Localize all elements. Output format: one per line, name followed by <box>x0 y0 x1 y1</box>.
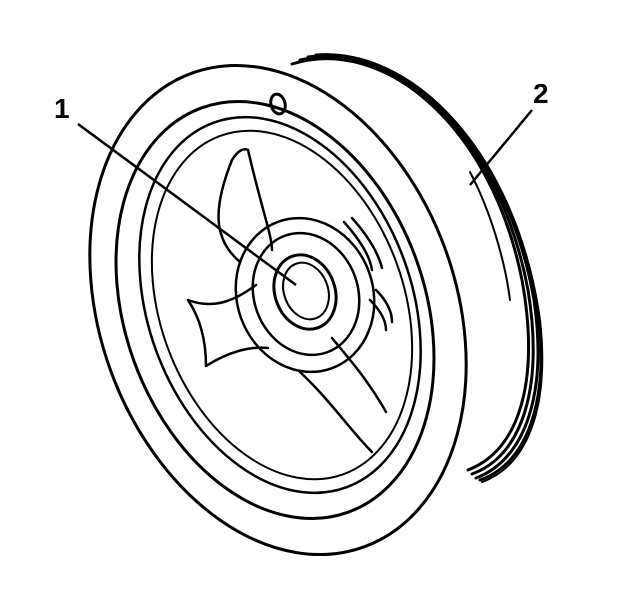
hub-bore <box>272 253 338 331</box>
hub-bore-inner <box>282 261 330 321</box>
pulley-spokes <box>186 148 394 454</box>
pulley-grooves <box>290 53 544 483</box>
timing-mark-hole <box>269 92 287 116</box>
damper-recess-edge <box>138 115 422 495</box>
damper-recess-inner <box>150 129 414 481</box>
pulley-drawing <box>88 53 544 557</box>
damper-outer-edge <box>88 63 468 557</box>
hub-outer-ring <box>234 216 376 374</box>
damper-rim-inner <box>114 100 436 520</box>
callout-label-1: 1 <box>54 93 70 124</box>
leader-line-1 <box>77 122 297 287</box>
hub-middle-ring <box>251 231 361 357</box>
leader-line-2 <box>469 109 533 186</box>
callout-label-2: 2 <box>533 78 549 109</box>
